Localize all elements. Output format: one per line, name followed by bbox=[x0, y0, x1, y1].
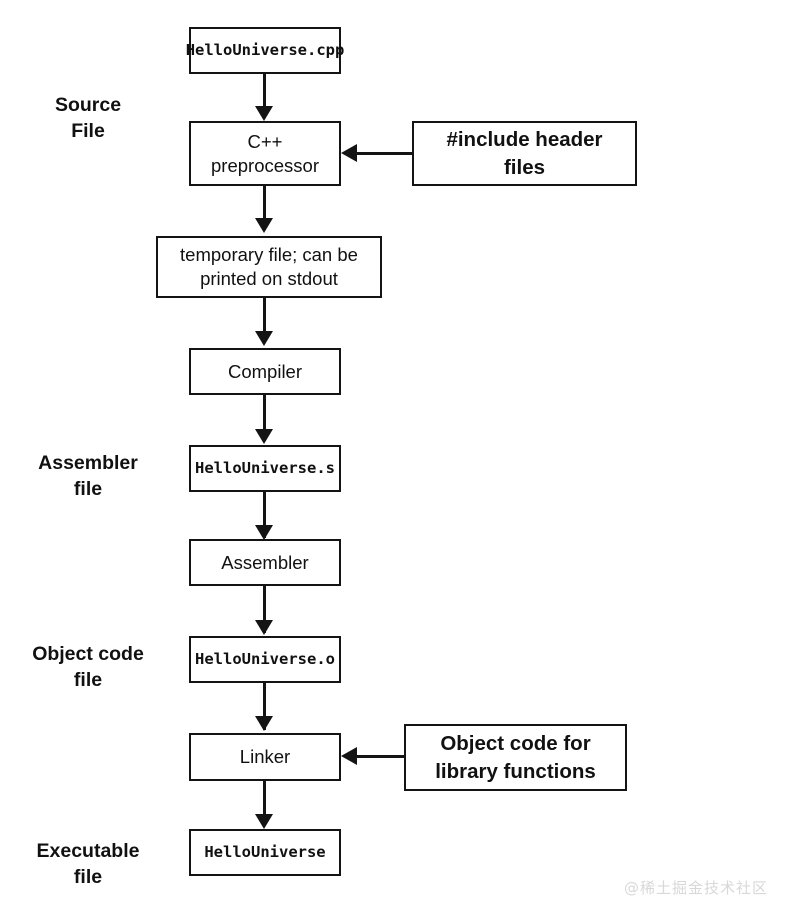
node-hello-universe-cpp: HelloUniverse.cpp bbox=[186, 27, 344, 74]
connector-preprocessor-to-temporary-file bbox=[263, 186, 266, 228]
node-linker: Linker bbox=[189, 733, 341, 781]
stage-label-assembler-file: Assembler file bbox=[38, 452, 138, 501]
arrowhead-compiler-to-hello-universe-s bbox=[255, 429, 273, 444]
node-include-header-files: #include header files bbox=[412, 121, 637, 186]
connector-cpp-to-preprocessor bbox=[263, 74, 266, 112]
arrowhead-cpp-to-preprocessor bbox=[255, 106, 273, 121]
arrowhead-hello-universe-s-to-assembler bbox=[255, 525, 273, 540]
node-assembler: Assembler bbox=[189, 539, 341, 586]
connector-library-to-linker bbox=[357, 755, 405, 758]
connector-hello-universe-o-to-linker bbox=[263, 683, 266, 730]
arrowhead-hello-universe-o-to-linker bbox=[255, 716, 273, 731]
arrowhead-assembler-to-hello-universe-o bbox=[255, 620, 273, 635]
node-object-code-library-label: Object code for library functions bbox=[435, 732, 596, 783]
node-compiler: Compiler bbox=[189, 348, 341, 395]
node-hello-universe-s-label: HelloUniverse.s bbox=[195, 458, 335, 477]
arrowhead-linker-to-hello-universe bbox=[255, 814, 273, 829]
node-include-header-files-label: #include header files bbox=[446, 128, 603, 179]
node-linker-label: Linker bbox=[239, 746, 291, 768]
stage-label-source-file: Source File bbox=[54, 94, 122, 143]
node-hello-universe: HelloUniverse bbox=[189, 829, 341, 876]
node-assembler-label: Assembler bbox=[221, 551, 309, 573]
stage-label-object-code-file: Object code file bbox=[32, 643, 144, 692]
node-object-code-library: Object code for library functions bbox=[404, 724, 627, 791]
arrowhead-temporary-file-to-compiler bbox=[255, 331, 273, 346]
stage-label-executable-file: Executable file bbox=[36, 840, 140, 889]
node-temporary-file: temporary file; can be printed on stdout bbox=[156, 236, 382, 298]
connector-compiler-to-hello-universe-s bbox=[263, 395, 266, 441]
node-hello-universe-s: HelloUniverse.s bbox=[189, 445, 341, 492]
node-hello-universe-o: HelloUniverse.o bbox=[189, 636, 341, 683]
node-cpp-preprocessor: C++ preprocessor bbox=[189, 121, 341, 186]
connector-temporary-file-to-compiler bbox=[263, 298, 266, 342]
node-hello-universe-o-label: HelloUniverse.o bbox=[195, 649, 335, 668]
arrowhead-preprocessor-to-temporary-file bbox=[255, 218, 273, 233]
watermark: @稀土掘金技术社区 bbox=[623, 879, 768, 897]
arrowhead-library-to-linker bbox=[341, 747, 357, 765]
node-hello-universe-label: HelloUniverse bbox=[204, 842, 326, 861]
node-hello-universe-cpp-label: HelloUniverse.cpp bbox=[185, 40, 345, 59]
connector-include-to-preprocessor bbox=[357, 152, 413, 155]
arrowhead-include-to-preprocessor bbox=[341, 144, 357, 162]
node-cpp-preprocessor-label: C++ preprocessor bbox=[211, 130, 319, 176]
connector-linker-to-hello-universe bbox=[263, 781, 266, 825]
node-temporary-file-label: temporary file; can be printed on stdout bbox=[180, 244, 358, 289]
node-compiler-label: Compiler bbox=[227, 360, 303, 382]
connector-hello-universe-s-to-assembler bbox=[263, 492, 266, 538]
connector-assembler-to-hello-universe-o bbox=[263, 586, 266, 633]
